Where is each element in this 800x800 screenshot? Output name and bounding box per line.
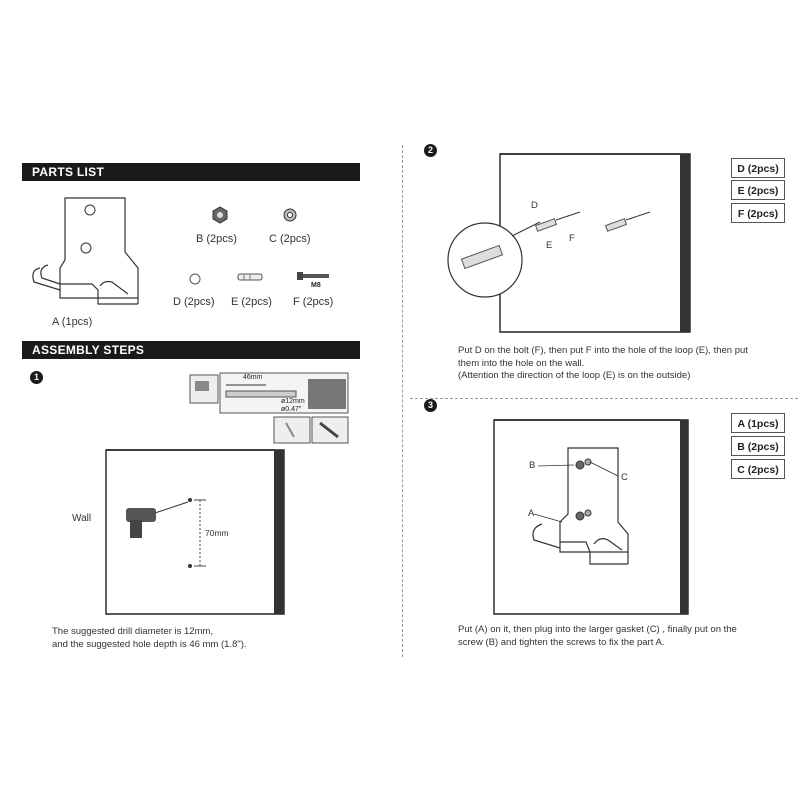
wall-label: Wall bbox=[72, 513, 92, 524]
step-3-callout-c: C bbox=[621, 472, 628, 483]
step-2-qty-d: D (2pcs) bbox=[731, 158, 785, 178]
parts-list-header: PARTS LIST bbox=[22, 163, 360, 181]
part-a-bracket-illustration bbox=[32, 197, 139, 305]
step-1-caption: The suggested drill diameter is 12mm, an… bbox=[52, 626, 372, 651]
step-3-callout-a: A bbox=[528, 508, 535, 519]
step-3-qty-b: B (2pcs) bbox=[731, 436, 785, 456]
step-3-number: 3 bbox=[424, 399, 437, 412]
part-b-label: B (2pcs) bbox=[196, 233, 237, 245]
step-2-callout-d: D bbox=[531, 200, 538, 211]
step-2-caption: Put D on the bolt (F), then put F into t… bbox=[458, 345, 788, 383]
step-2-qty-e: E (2pcs) bbox=[731, 180, 785, 200]
step-3-caption-line-1: Put (A) on it, then plug into the larger… bbox=[458, 624, 737, 635]
drill-bit-label-in: ø0.47" bbox=[281, 406, 302, 413]
step-2-caption-line-2: them into the hole on the wall. bbox=[458, 357, 585, 369]
horizontal-divider bbox=[410, 398, 798, 399]
step-3-callout-b: B bbox=[529, 460, 536, 471]
distance-label: 70mm bbox=[205, 528, 229, 538]
step-1-caption-line-1: The suggested drill diameter is 12mm, bbox=[52, 626, 214, 637]
part-d-label: D (2pcs) bbox=[173, 296, 215, 308]
part-f-label: F (2pcs) bbox=[293, 296, 334, 308]
drill-detail-inset bbox=[189, 372, 349, 444]
step-3-caption: Put (A) on it, then plug into the larger… bbox=[458, 624, 788, 649]
step-1-wall-illustration bbox=[105, 449, 285, 615]
part-c-washer-illustration bbox=[283, 208, 297, 222]
step-2-callout-e: E bbox=[546, 240, 553, 251]
part-e-anchor-illustration bbox=[237, 273, 263, 281]
step-1-number: 1 bbox=[30, 371, 43, 384]
part-d-ring-illustration bbox=[189, 273, 201, 285]
vertical-divider bbox=[402, 145, 403, 657]
assembly-steps-header: ASSEMBLY STEPS bbox=[22, 341, 360, 359]
part-c-label: C (2pcs) bbox=[269, 233, 311, 245]
step-2-callout-f: F bbox=[569, 233, 575, 244]
part-f-bolt-illustration bbox=[297, 272, 329, 280]
step-3-caption-line-2: screw (B) and tighten the screws to fix … bbox=[458, 636, 665, 648]
part-e-label: E (2pcs) bbox=[231, 296, 272, 308]
drill-bit-label: ø12mm bbox=[281, 398, 305, 405]
step-3-qty-a: A (1pcs) bbox=[731, 413, 785, 433]
step-2-number: 2 bbox=[424, 144, 437, 157]
part-b-nut-illustration bbox=[212, 206, 228, 224]
part-a-label: A (1pcs) bbox=[52, 316, 93, 328]
step-3-wall-illustration bbox=[493, 419, 689, 615]
step-2-wall-illustration bbox=[447, 153, 691, 333]
step-2-qty-f: F (2pcs) bbox=[731, 203, 785, 223]
step-1-caption-line-2: and the suggested hole depth is 46 mm (1… bbox=[52, 638, 247, 650]
part-f-spec: M8 bbox=[311, 282, 321, 289]
step-2-caption-line-3: (Attention the direction of the loop (E)… bbox=[458, 370, 691, 381]
drill-depth-label: 46mm bbox=[243, 374, 263, 381]
step-3-qty-c: C (2pcs) bbox=[731, 459, 785, 479]
step-2-caption-line-1: Put D on the bolt (F), then put F into t… bbox=[458, 345, 748, 356]
